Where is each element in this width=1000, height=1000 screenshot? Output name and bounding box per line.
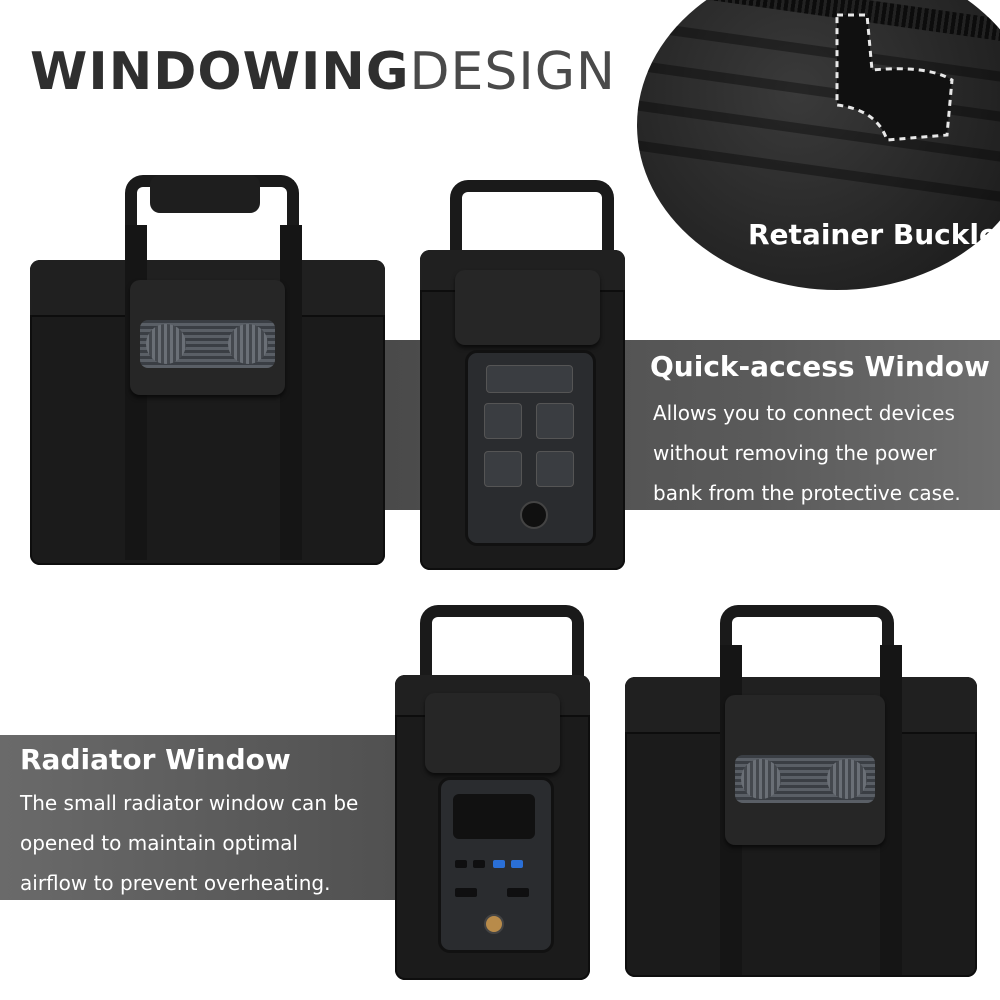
- buckle-outline-icon: [835, 13, 954, 142]
- dc-port-icon: [507, 888, 529, 897]
- radiator-line: airflow to prevent overheating.: [20, 871, 331, 895]
- quick-access-line: bank from the protective case.: [653, 481, 961, 505]
- bag-bottom-right: [625, 605, 980, 985]
- power-station-front-panel: [465, 350, 596, 546]
- ac-outlet-icon: [536, 403, 574, 439]
- bag-top-right: [420, 180, 630, 575]
- power-station-front-panel: [438, 777, 554, 953]
- usb-port-icon: [511, 860, 523, 868]
- usb-port-icon: [455, 860, 467, 868]
- display-screen: [453, 794, 535, 839]
- radiator-flap: [725, 695, 885, 845]
- dc-port-icon: [455, 888, 477, 897]
- title-light: DESIGN: [409, 42, 616, 102]
- bag-top-left: [30, 175, 390, 570]
- radiator-description: The small radiator window can be opened …: [20, 783, 358, 903]
- dc-port-icon: [520, 501, 548, 529]
- fan-grille-icon: [735, 755, 875, 803]
- ac-outlet-icon: [484, 403, 522, 439]
- bag-bottom-left: [390, 605, 600, 985]
- usb-port-icon: [493, 860, 505, 868]
- quick-access-line: Allows you to connect devices: [653, 401, 955, 425]
- ac-outlet-icon: [536, 451, 574, 487]
- quick-access-line: without removing the power: [653, 441, 937, 465]
- fan-grille-icon: [140, 320, 275, 368]
- ac-outlet-icon: [484, 451, 522, 487]
- radiator-flap: [130, 280, 285, 395]
- power-button-icon: [484, 914, 504, 934]
- quick-access-title: Quick-access Window: [650, 350, 990, 383]
- radiator-title: Radiator Window: [20, 743, 291, 776]
- title-bold: WINDOWING: [30, 42, 410, 102]
- page-title: WINDOWINGDESIGN: [30, 42, 616, 102]
- radiator-line: The small radiator window can be: [20, 791, 359, 815]
- usb-port-icon: [473, 860, 485, 868]
- quick-access-description: Allows you to connect devices without re…: [653, 393, 961, 513]
- retainer-buckle-label: Retainer Buckle: [748, 218, 998, 251]
- retainer-buckle-closeup: [637, 0, 1000, 290]
- radiator-line: opened to maintain optimal: [20, 831, 298, 855]
